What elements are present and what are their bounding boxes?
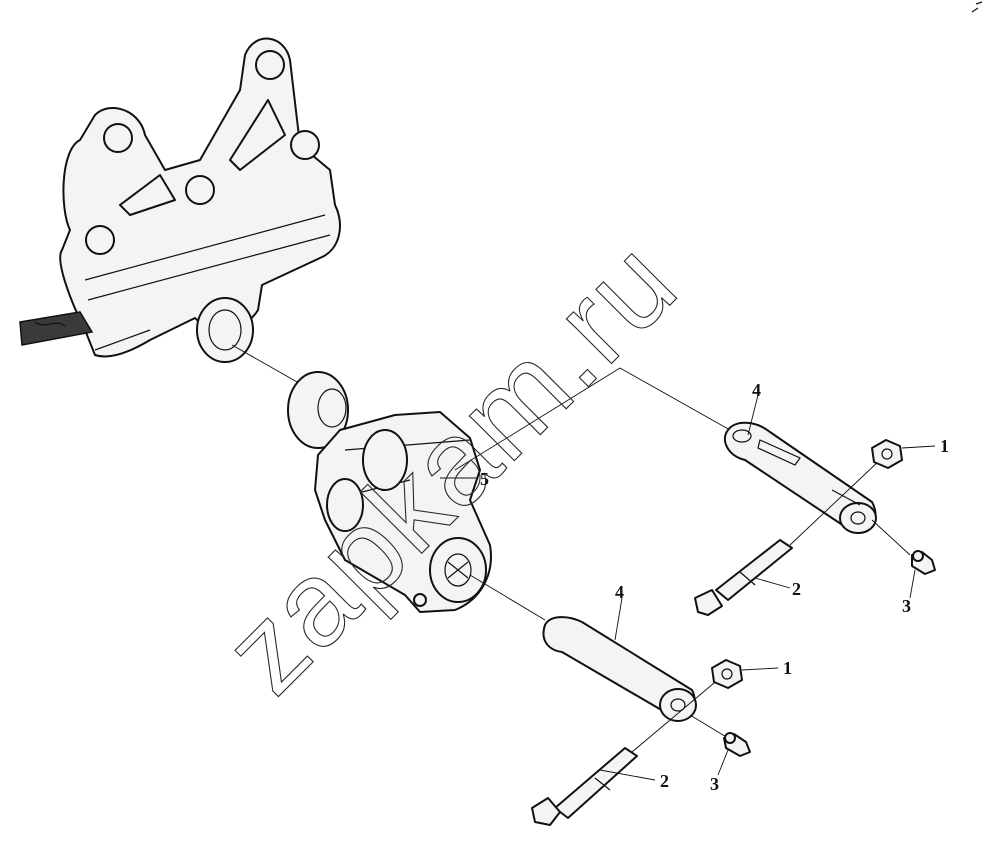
leader-2-top [754, 577, 791, 589]
callout-1-bottom: 1 [783, 658, 792, 678]
callout-5: 5 [480, 469, 489, 489]
callout-1-top: 1 [940, 436, 949, 456]
leader-1-top [901, 445, 936, 449]
leader-4-bottom [614, 597, 623, 641]
leader-2-bottom [599, 769, 656, 781]
axis-line-lower [469, 574, 546, 621]
bolt-upper [694, 459, 881, 616]
leader-3-top [909, 569, 916, 599]
callout-4-top: 4 [752, 380, 761, 400]
grease-fitting-upper [911, 550, 936, 575]
callout-3-bottom: 3 [710, 774, 719, 794]
mounting-bracket [19, 37, 341, 363]
callout-4-bottom: 4 [615, 582, 624, 602]
nut-lower [711, 659, 743, 689]
pin-upper [723, 421, 877, 534]
leader-4-top [747, 394, 759, 436]
watermark: zapkam.ru [199, 215, 703, 719]
bushing [287, 371, 349, 449]
nut-upper [871, 439, 903, 469]
axis-line-mid [454, 367, 731, 471]
axis-line-pin-lower [689, 714, 729, 739]
bolt-lower [531, 677, 721, 826]
axis-line-pin-upper [871, 519, 911, 556]
leader-1-bottom [741, 667, 779, 671]
pin-lower [542, 616, 697, 722]
callout-3-top: 3 [902, 596, 911, 616]
pivot-block [314, 411, 492, 613]
corner-mark-icon [971, 1, 983, 13]
callout-2-top: 2 [792, 579, 801, 599]
grease-fitting-lower [723, 732, 751, 757]
leader-3-bottom [717, 749, 729, 776]
callout-2-bottom: 2 [660, 771, 669, 791]
